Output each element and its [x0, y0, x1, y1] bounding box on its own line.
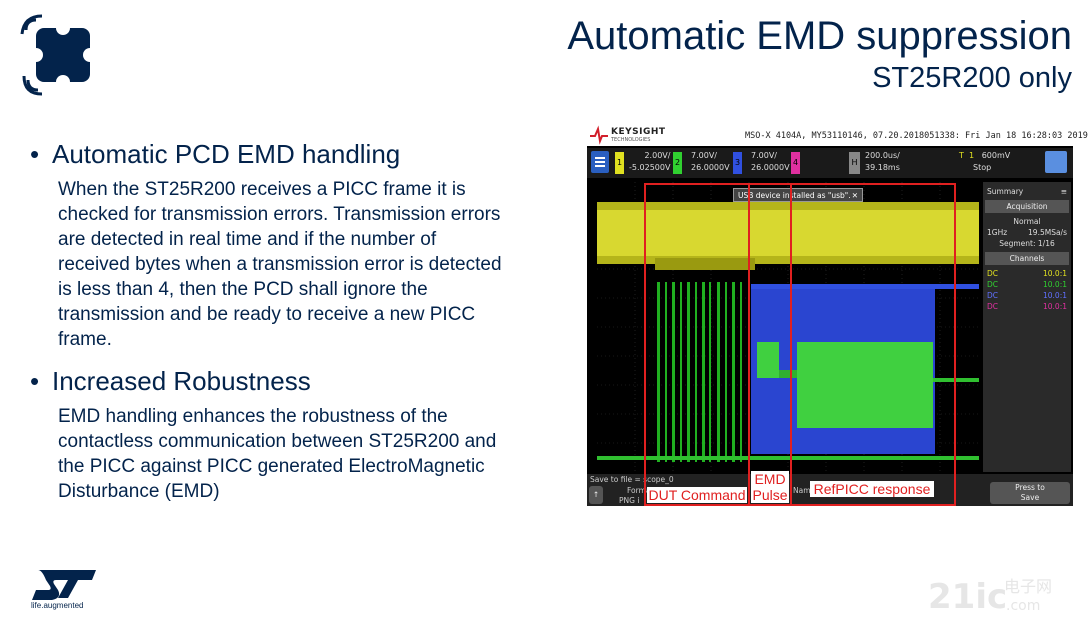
bullet-heading-robustness: •Increased Robustness [30, 366, 311, 396]
waveform-display [597, 182, 979, 472]
summary-label: Summary [987, 187, 1024, 196]
scope-side-panel: Summary ≡ Acquisition Normal 1GHz 19.5MSa/… [983, 182, 1071, 472]
scope-brand: KEYSIGHT [611, 127, 666, 137]
st-logo-icon [32, 570, 96, 600]
scope-info-line: MSO-X 4104A, MY53110146, 07.20.201805133… [745, 131, 1088, 141]
oscilloscope-screenshot: KEYSIGHT TECHNOLOGIES MSO-X 4104A, MY531… [587, 124, 1088, 506]
page-subtitle: ST25R200 only [872, 62, 1072, 94]
channel-4-indicator[interactable]: 4 [791, 152, 800, 174]
timebase-settings: 200.0us/39.18ms [865, 151, 900, 172]
channel-3-indicator[interactable]: 3 [733, 152, 742, 174]
annotation-box-dut-command [644, 183, 750, 506]
channel-1-settings: 2.00V/-5.02500V [629, 151, 671, 172]
channel-2-settings: 7.00V/26.0000V [691, 151, 730, 172]
save-to-file-label: Save to file = scope_0 [590, 475, 674, 484]
bullet-heading-emd-handling: •Automatic PCD EMD handling [30, 139, 401, 169]
watermark-logo: 21ic 电子网 .com [928, 577, 1052, 617]
trigger-settings: T 1 600mV Stop [959, 151, 1011, 172]
bullet-body-robustness: EMD handling enhances the robustness of … [58, 406, 497, 502]
watermark-domain: .com [1006, 598, 1040, 614]
timebase-indicator[interactable]: H [849, 152, 860, 174]
watermark-cn: 电子网 [1004, 577, 1052, 596]
st-tagline: life.augmented [31, 601, 84, 610]
nfc-logo-icon [20, 14, 97, 96]
format-value: PNG i [619, 496, 640, 505]
acquisition-mode: Normal [1013, 217, 1041, 226]
channel-1-indicator[interactable]: 1 [615, 152, 624, 174]
format-label[interactable]: Format [627, 486, 654, 495]
page-title: Automatic EMD suppression [567, 14, 1072, 58]
acquisition-segment: Segment: 1/16 [999, 239, 1055, 248]
back-arrow-icon[interactable]: ↑ [589, 486, 603, 504]
channel-bar [587, 148, 1073, 178]
panel-menu-icon[interactable]: ≡ [1060, 187, 1067, 196]
close-icon[interactable]: ✕ [851, 191, 858, 200]
name-softkey[interactable]: Name [793, 486, 816, 495]
bullet-body-emd-handling: When the ST25R200 receives a PICC frame … [58, 179, 502, 350]
label-ref-picc-response: RefPICC response [810, 481, 934, 497]
acquisition-header: Acquisition [985, 200, 1069, 213]
display-mode-icon[interactable] [1045, 151, 1067, 173]
channel-2-indicator[interactable]: 2 [673, 152, 682, 174]
acquisition-rate-right: 19.5MSa/s [1028, 228, 1067, 237]
usb-notification: USB device installed as "usb".✕ [733, 188, 863, 202]
scope-brand-sub: TECHNOLOGIES [611, 137, 651, 143]
scope-header: KEYSIGHT TECHNOLOGIES MSO-X 4104A, MY531… [587, 124, 1088, 146]
keysight-wave-icon [590, 125, 608, 145]
annotation-box-ref-picc [790, 183, 956, 506]
annotation-box-emd-pulse [748, 183, 792, 506]
menu-icon[interactable] [591, 151, 609, 173]
acquisition-rate-left: 1GHz [987, 228, 1008, 237]
channel-3-settings: 7.00V/26.0000V [751, 151, 790, 172]
watermark-number: 21ic [928, 577, 1007, 617]
label-dut-command: DUT Command [647, 487, 747, 503]
channels-header: Channels [985, 252, 1069, 265]
